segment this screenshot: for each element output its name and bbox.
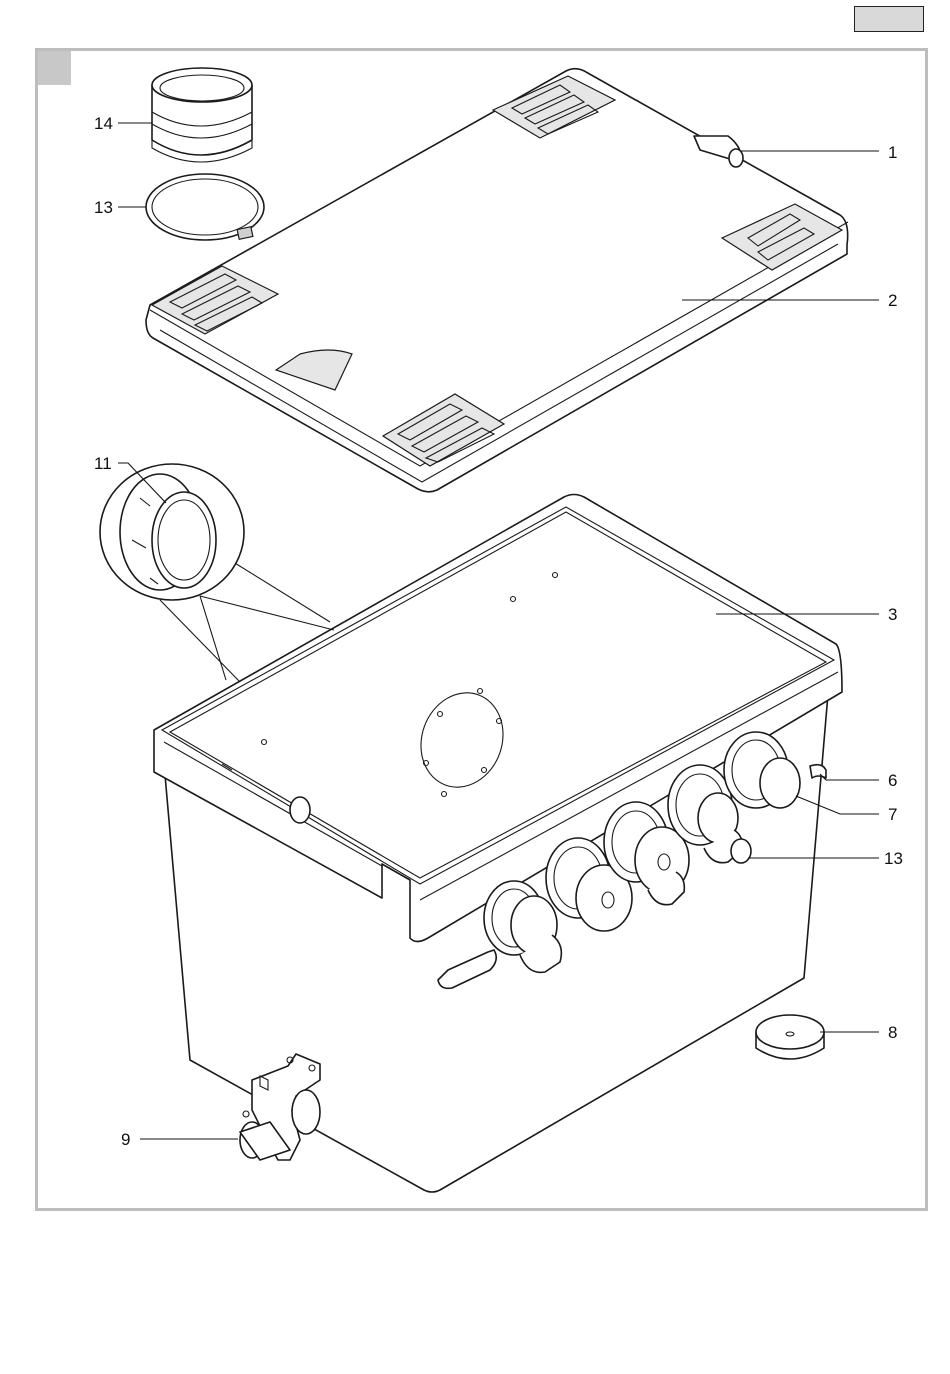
part-14-coupling <box>152 68 252 162</box>
callout-11: 11 <box>94 454 112 473</box>
callout-14: 14 <box>94 114 113 133</box>
callout-13-left: 13 <box>94 198 113 217</box>
callout-1: 1 <box>888 143 897 162</box>
callout-7: 7 <box>888 805 897 824</box>
callout-2: 2 <box>888 291 897 310</box>
callout-9: 9 <box>121 1130 130 1149</box>
callout-13-right: 13 <box>884 849 903 868</box>
part-13-hose-clamp <box>146 174 264 240</box>
callout-3: 3 <box>888 605 897 624</box>
part-8-cap <box>756 1015 824 1059</box>
callout-8: 8 <box>888 1023 897 1042</box>
callout-6: 6 <box>888 771 897 790</box>
